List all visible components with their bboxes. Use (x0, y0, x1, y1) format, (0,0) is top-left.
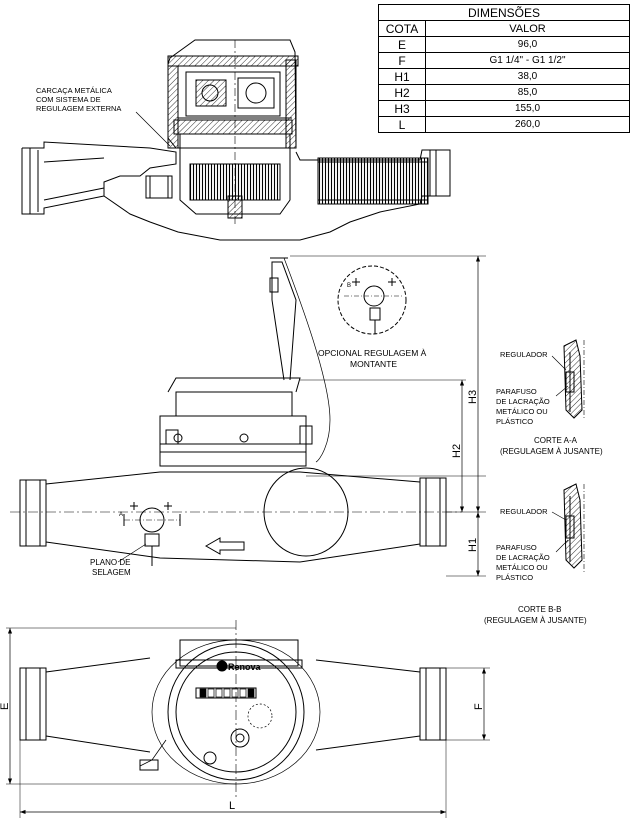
label-parafuso-a-1: PARAFUSO (496, 387, 537, 396)
label-parafuso-b-2: DE LACRAÇÃO (496, 553, 550, 562)
label-regulador-a: REGULADOR (500, 350, 548, 359)
label-corte-b-1: CORTE B-B (518, 605, 561, 614)
row-cota: H3 (378, 100, 426, 117)
dim-h3: H3 (467, 390, 479, 404)
label-parafuso-a-2: DE LACRAÇÃO (496, 397, 550, 406)
detail-sections (551, 339, 585, 574)
label-parafuso-b-1: PARAFUSO (496, 543, 537, 552)
dim-f: F (473, 703, 485, 710)
label-corte-a-1: CORTE A-A (534, 436, 578, 445)
dim-e: E (0, 703, 11, 710)
side-view (10, 255, 486, 577)
dim-h2: H2 (451, 444, 463, 458)
section-mark-a: A (119, 512, 123, 518)
row-valor: 260,0 (425, 116, 630, 133)
label-plano-2: SELAGEM (92, 568, 131, 577)
top-view (6, 620, 490, 818)
label-opcional-2: MONTANTE (350, 359, 397, 369)
section-view (21, 39, 451, 241)
dim-h1: H1 (467, 538, 479, 552)
label-carcaca-2: COM SISTEMA DE (36, 95, 101, 104)
label-corte-b-2: (REGULAGEM À JUSANTE) (484, 616, 587, 625)
dim-l: L (229, 800, 235, 812)
label-parafuso-a-3: METÁLICO OU (496, 407, 548, 416)
label-corte-a-2: (REGULAGEM À JUSANTE) (500, 447, 603, 456)
label-parafuso-b-3: METÁLICO OU (496, 563, 548, 572)
brand-renova: Renova (228, 662, 262, 672)
label-parafuso-b-4: PLÁSTICO (496, 573, 533, 582)
section-mark-b: B (347, 283, 351, 289)
row-cota: H2 (378, 84, 426, 101)
label-carcaca-1: CARCAÇA METÁLICA (36, 86, 112, 95)
label-plano-1: PLANO DE (90, 558, 130, 567)
label-opcional-1: OPCIONAL REGULAGEM À (318, 348, 427, 358)
label-regulador-b: REGULADOR (500, 507, 548, 516)
label-parafuso-a-4: PLÁSTICO (496, 417, 533, 426)
label-carcaca-3: REGULAGEM EXTERNA (36, 104, 121, 113)
